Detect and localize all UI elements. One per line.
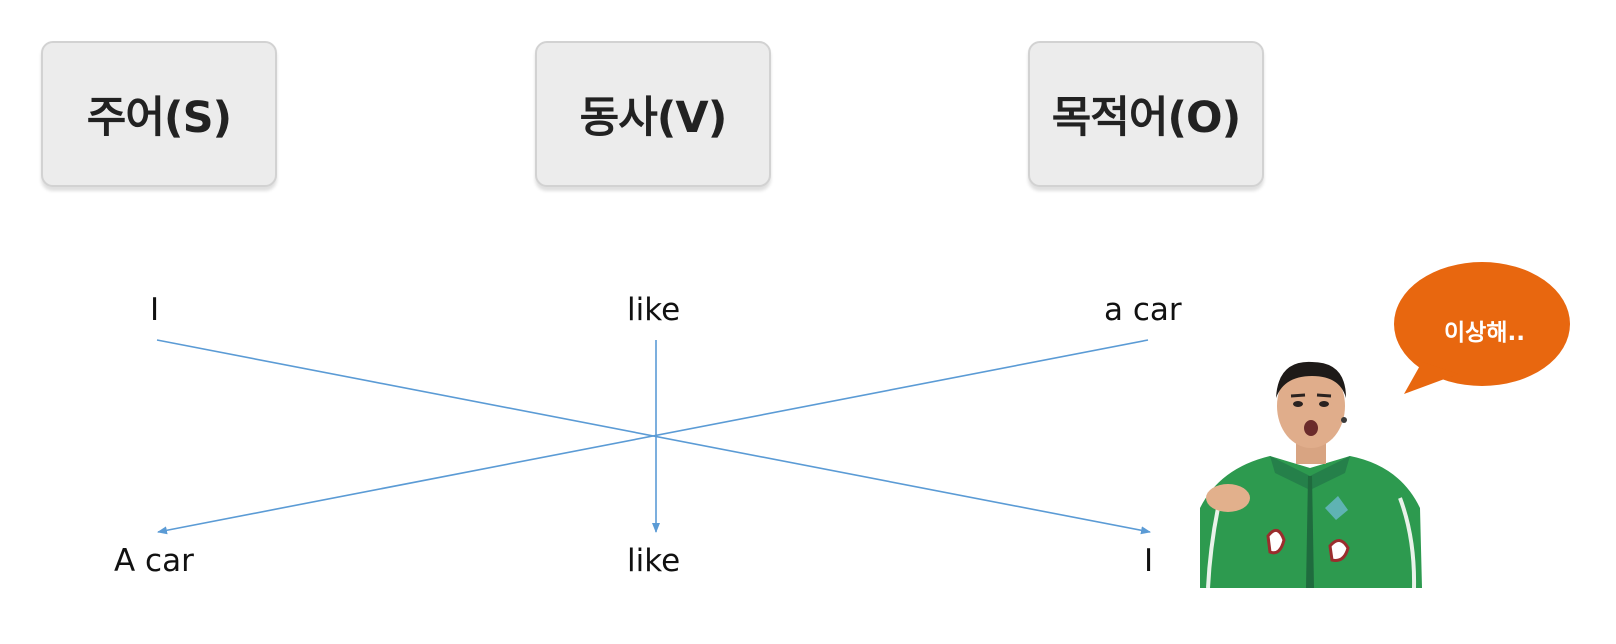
subject-box: 주어(S) xyxy=(41,41,277,187)
reaction-character-image xyxy=(1200,361,1422,588)
speech-bubble xyxy=(1394,262,1570,394)
top-verb-word: like xyxy=(627,292,681,328)
top-subject-word: I xyxy=(150,292,160,328)
bottom-verb-word: like xyxy=(627,543,681,579)
verb-label: 동사(V) xyxy=(579,93,728,143)
subject-label: 주어(S) xyxy=(86,93,232,143)
bottom-subject-word: A car xyxy=(114,543,194,579)
object-label: 목적어(O) xyxy=(1051,93,1242,143)
object-box: 목적어(O) xyxy=(1028,41,1264,187)
speech-bubble-text: 이상해.. xyxy=(1444,320,1525,346)
bottom-object-word: I xyxy=(1144,543,1154,579)
verb-box: 동사(V) xyxy=(535,41,771,187)
top-object-word: a car xyxy=(1104,292,1182,328)
arrow-object-to-subject xyxy=(157,339,1149,535)
